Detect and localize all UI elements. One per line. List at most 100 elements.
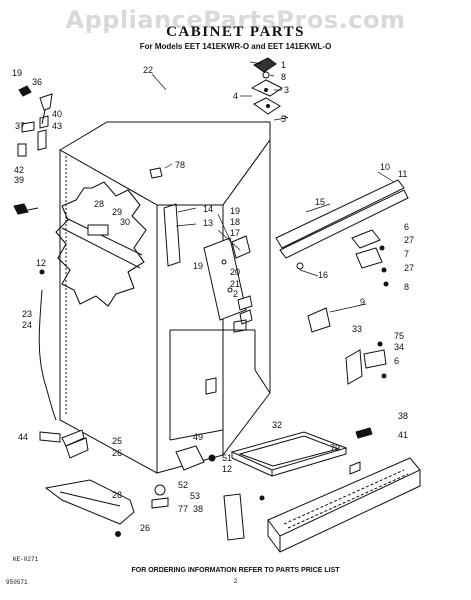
clip-79 [349, 461, 361, 475]
callout-75: 75 [394, 331, 404, 341]
callout-6-bottom: 6 [394, 356, 399, 366]
callout-44: 44 [18, 432, 28, 442]
callout-38-right: 38 [398, 411, 408, 421]
callout-15: 15 [315, 197, 325, 207]
callout-30: 29 [112, 207, 122, 217]
callout-29: 28 [94, 199, 104, 209]
figure-ref: KE-0271 [13, 556, 39, 563]
hinge-cap [253, 57, 277, 73]
callout-16: 16 [318, 270, 328, 280]
top-hinge [250, 79, 283, 97]
toe-plate-28 [44, 479, 135, 525]
callout-37: 37 [15, 121, 25, 131]
callout-38-bottom: 38 [193, 504, 203, 514]
compressor-52 [175, 445, 205, 471]
center-hinge-plate [203, 237, 247, 321]
callout-51: 51 [222, 453, 232, 463]
part-44 [39, 431, 61, 443]
bracket-9 [307, 307, 331, 333]
callout-24: 24 [22, 320, 32, 330]
callout-78: 78 [175, 160, 185, 170]
callout-14: 14 [203, 204, 213, 214]
part-77 [151, 497, 169, 509]
screw-26-bottom [115, 531, 121, 537]
callout-23: 23 [22, 309, 32, 319]
screw-19 [18, 85, 32, 97]
hinge-33 [345, 349, 363, 385]
callout-12-left: 12 [36, 258, 46, 268]
callout-26-top: 26 [112, 448, 122, 458]
watermark: AppliancePartsPros.com [65, 6, 406, 34]
callout-8-right: 8 [404, 282, 409, 292]
callout-11: 11 [398, 169, 407, 179]
callout-32: 32 [272, 420, 282, 430]
callout-40: 40 [52, 109, 62, 119]
bracket-38-bottom [223, 493, 245, 541]
door-rail-10 [275, 179, 405, 249]
callout-12-bottom: 12 [222, 464, 232, 474]
callout-4: 4 [233, 91, 238, 101]
callout-19-center: 19 [193, 261, 203, 271]
callout-42: 42 [14, 165, 24, 175]
callout-28: 28 [112, 490, 122, 500]
screw-12-left [39, 269, 45, 275]
callout-52: 52 [178, 480, 188, 490]
callout-6-top: 6 [404, 222, 409, 232]
bracket-20 [237, 295, 253, 311]
bracket-49 [205, 377, 217, 395]
part-53 [154, 484, 166, 496]
clip-42 [17, 143, 27, 157]
ordering-note: FOR ORDERING INFORMATION REFER TO PARTS … [131, 567, 340, 574]
callout-53: 53 [190, 491, 200, 501]
drain-tube-24 [38, 289, 57, 421]
callout-79: 79 [330, 443, 340, 453]
bracket-6 [351, 229, 381, 249]
part-26-top [61, 429, 85, 447]
screw-78 [149, 167, 163, 179]
model-subtitle: For Models EET 141EKWR-O and EET 141EKWL… [139, 42, 332, 51]
strip-14 [163, 203, 181, 267]
callout-43: 43 [52, 121, 62, 131]
callout-10: 10 [380, 162, 390, 172]
callout-2: 2 [233, 289, 238, 299]
leveling-leg-36 [39, 93, 53, 111]
callout-22: 22 [143, 65, 153, 75]
callout-19-center-top: 19 [230, 206, 240, 216]
callout-41: 41 [398, 430, 408, 440]
callout-3: 3 [284, 85, 289, 95]
hinge-34 [363, 349, 387, 369]
callout-19-top: 19 [12, 68, 22, 78]
callout-7: 7 [404, 249, 409, 259]
screw-38-right [355, 427, 373, 439]
clip-40 [39, 115, 49, 129]
door-rail-11 [279, 189, 409, 259]
page-title: CABINET PARTS [166, 24, 305, 40]
callout-31: 30 [120, 217, 130, 227]
wiring-cutaway [55, 181, 147, 307]
callout-49: 49 [193, 432, 203, 442]
page-number: 2 [233, 579, 238, 585]
callout-1: 1 [281, 60, 286, 70]
callout-39: 39 [14, 175, 24, 185]
bracket-7 [355, 247, 383, 269]
part-25 [65, 437, 89, 459]
terminal-block [87, 224, 109, 236]
bracket-21 [233, 319, 247, 333]
bracket-37 [21, 121, 35, 133]
callout-33: 33 [352, 324, 362, 334]
screw-12-bottom [259, 495, 265, 501]
callout-20: 20 [230, 267, 240, 277]
callout-18: 18 [230, 217, 240, 227]
callout-labels: 1 8 3 4 5 22 19 36 40 37 43 42 39 78 28 … [12, 60, 414, 533]
tube-43 [37, 129, 47, 151]
callout-27-bottom: 27 [404, 263, 414, 273]
callout-25: 25 [112, 436, 122, 446]
cabinet-left-side-panel [59, 149, 158, 474]
callout-36: 36 [32, 77, 42, 87]
bracket-19-center [231, 235, 251, 259]
hinge-pin-bushing [262, 71, 270, 79]
callout-5: 5 [281, 114, 286, 124]
document-code: 950571 [6, 579, 28, 586]
